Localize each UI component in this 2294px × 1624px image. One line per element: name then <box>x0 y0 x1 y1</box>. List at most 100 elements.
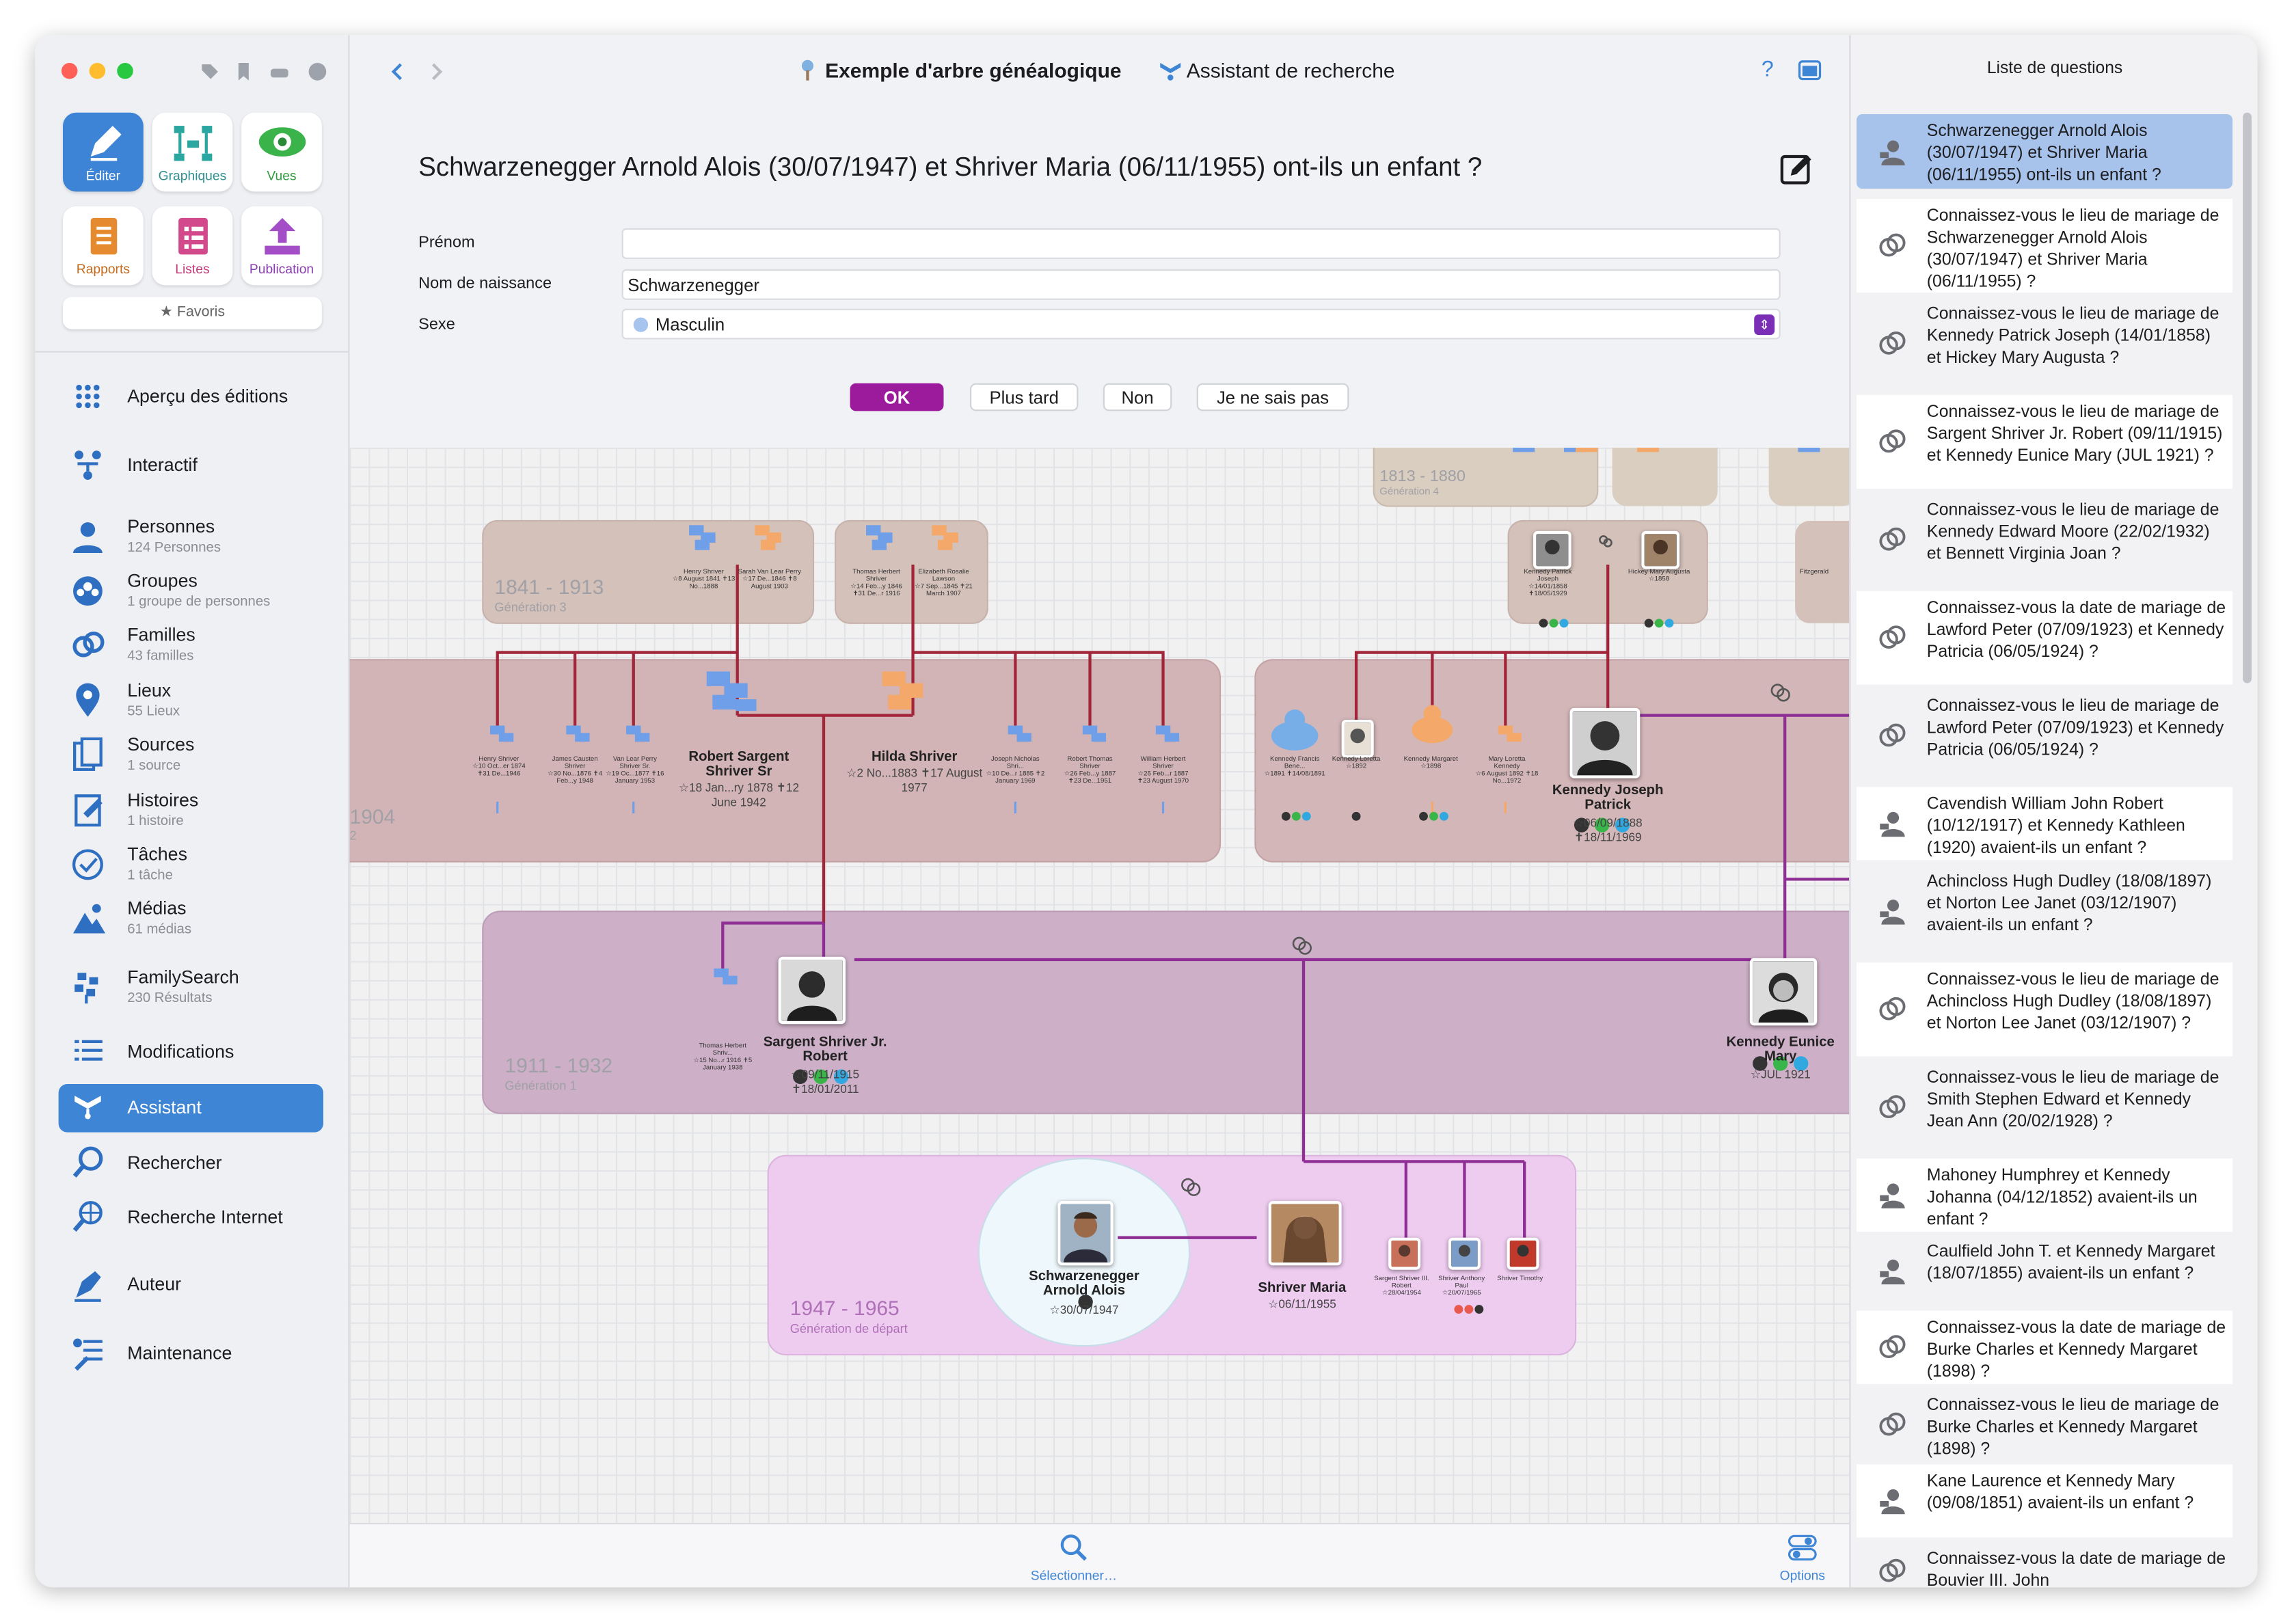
sidebar-item-assistant[interactable]: Assistant <box>35 1083 348 1133</box>
question-item-selected[interactable]: Schwarzenegger Arnold Alois (30/07/1947)… <box>1857 113 2233 189</box>
sidebar-item-histoires[interactable]: Histoires 1 histoire <box>35 785 348 835</box>
sidebar-item-familles[interactable]: Familles 43 familles <box>35 620 348 670</box>
sexe-select[interactable]: Masculin ⇕ <box>621 308 1781 340</box>
person-card[interactable]: Kennedy Patrick Joseph☆14/01/1858 ✝18/05… <box>1524 567 1572 597</box>
person-card[interactable]: Shriver Anthony Paul☆20/07/1965 <box>1438 1274 1485 1297</box>
sidebar-item-familysearch[interactable]: FamilySearch 230 Résultats <box>35 962 348 1012</box>
editer-button[interactable]: Éditer <box>63 112 144 192</box>
question-item[interactable]: Mahoney Humphrey et Kennedy Johanna (04/… <box>1857 1159 2233 1232</box>
minimize-window-button[interactable] <box>89 63 106 79</box>
person-card[interactable]: James Causten Shriver☆30 No...1876 ✝4 Fe… <box>548 755 603 785</box>
sidebar-toggle-icon[interactable] <box>1798 60 1822 81</box>
question-item[interactable]: Achincloss Hugh Dudley (18/08/1897) et N… <box>1857 864 2233 958</box>
question-item[interactable]: Connaissez-vous le lieu de mariage de Sa… <box>1857 394 2233 489</box>
question-item[interactable]: Connaissez-vous le lieu de mariage de Sm… <box>1857 1060 2233 1154</box>
close-window-button[interactable] <box>61 63 78 79</box>
question-item[interactable]: Connaissez-vous le lieu de mariage de Ke… <box>1857 297 2233 391</box>
scrollbar-thumb[interactable] <box>2243 112 2252 684</box>
question-item[interactable]: Caulfield John T. et Kennedy Margaret (1… <box>1857 1234 2233 1308</box>
person-card[interactable]: Kennedy Margaret☆1898 <box>1403 755 1458 770</box>
photo-kennedy-loretta[interactable] <box>1341 720 1374 758</box>
toggles-icon[interactable] <box>1787 1533 1817 1562</box>
person-name-kennedy-joseph[interactable]: Kennedy Joseph Patrick <box>1552 783 1664 814</box>
photo-kennedy-joseph[interactable] <box>1569 707 1641 779</box>
question-item[interactable]: Connaissez-vous la date de mariage de La… <box>1857 591 2233 685</box>
person-card[interactable]: Hickey Mary Augusta☆1858 <box>1628 567 1690 582</box>
later-button[interactable]: Plus tard <box>970 383 1079 411</box>
person-card[interactable]: Sarah Van Lear Perry☆17 De...1846 ✝8 Aug… <box>738 567 802 590</box>
photo-shriver-anthony[interactable] <box>1448 1237 1481 1270</box>
question-item[interactable]: Connaissez-vous le lieu de mariage de Ke… <box>1857 493 2233 587</box>
listes-button[interactable]: Listes <box>152 206 233 286</box>
photo-sargent-shriver[interactable] <box>778 956 846 1025</box>
family-tree-canvas[interactable]: 1813 - 1880 Génération 4 1841 - 1913 Gén… <box>349 447 1850 1524</box>
select-button[interactable]: Sélectionner… <box>1030 1568 1118 1583</box>
prenom-field[interactable] <box>621 228 1781 259</box>
person-name-sargent-shriver-jr[interactable]: Sargent Shriver Jr. Robert <box>763 1034 887 1066</box>
photo-shriver-maria[interactable] <box>1268 1201 1342 1266</box>
nom-field[interactable]: Schwarzenegger <box>621 269 1781 300</box>
person-card[interactable]: Kennedy Loretta☆1892 <box>1332 755 1381 770</box>
sidebar-item-taches[interactable]: Tâches 1 tâche <box>35 840 348 890</box>
sidebar-item-modifications[interactable]: Modifications <box>35 1027 348 1077</box>
person-card[interactable]: Fitzgerald <box>1799 567 1829 576</box>
question-item[interactable]: Kane Laurence et Kennedy Mary (09/08/185… <box>1857 1464 2233 1538</box>
sidebar-item-apercu[interactable]: Aperçu des éditions <box>35 372 348 422</box>
photo-kennedy-patrick[interactable] <box>1533 530 1571 569</box>
person-card[interactable]: Thomas Herbert Shriv...☆15 No...r 1916 ✝… <box>693 1041 753 1071</box>
person-card[interactable]: Kennedy Francis Bene...☆1891 ✝14/08/1891 <box>1264 755 1325 777</box>
question-item[interactable]: Connaissez-vous le lieu de mariage de Bu… <box>1857 1388 2233 1462</box>
person-card[interactable]: Henry Shriver☆8 August 1841 ✝13 No...188… <box>672 567 736 590</box>
person-card[interactable]: Sargent Shriver III. Robert☆28/04/1954 <box>1374 1274 1429 1297</box>
sidebar-item-rechercher[interactable]: Rechercher <box>35 1138 348 1188</box>
person-card[interactable]: Joseph Nicholas Shri...☆10 De...r 1885 ✝… <box>986 755 1045 785</box>
options-button[interactable]: Options <box>1779 1568 1826 1583</box>
photo-hickey-mary[interactable] <box>1641 530 1680 569</box>
sidebar-item-sources[interactable]: Sources 1 source <box>35 730 348 780</box>
question-item[interactable]: Connaissez-vous la date de mariage de Bo… <box>1857 1541 2233 1588</box>
no-button[interactable]: Non <box>1103 383 1172 411</box>
photo-shriver-robert-iii[interactable] <box>1388 1237 1421 1270</box>
sidebar-item-groupes[interactable]: Groupes 1 groupe de personnes <box>35 566 348 616</box>
dont-know-button[interactable]: Je ne sais pas <box>1196 383 1349 411</box>
graphiques-button[interactable]: Graphiques <box>152 112 233 192</box>
tab-assistant[interactable]: Assistant de recherche <box>1186 58 1395 82</box>
help-button[interactable]: ? <box>1761 57 1774 82</box>
person-card[interactable]: Robert Thomas Shriver☆26 Feb...y 1887 ✝2… <box>1064 755 1116 785</box>
sidebar-item-maintenance[interactable]: Maintenance <box>35 1328 348 1378</box>
person-name-shriver-maria[interactable]: Shriver Maria <box>1258 1280 1347 1297</box>
photo-kennedy-eunice[interactable] <box>1749 958 1818 1026</box>
photo-schwarzenegger[interactable] <box>1057 1201 1114 1266</box>
sidebar-item-personnes[interactable]: Personnes 124 Personnes <box>35 512 348 562</box>
person-card[interactable]: Henry Shriver☆10 Oct...er 1874 ✝31 De...… <box>472 755 526 777</box>
edit-question-icon[interactable] <box>1779 152 1814 187</box>
person-card[interactable]: Shriver Timothy <box>1497 1274 1543 1282</box>
person-name-kennedy-eunice[interactable]: Kennedy Eunice Mary <box>1726 1034 1835 1066</box>
person-card[interactable]: Elizabeth Rosalie Lawson☆7 Sep...1845 ✝2… <box>915 567 973 597</box>
zoom-window-button[interactable] <box>117 63 133 79</box>
question-item[interactable]: Connaissez-vous le lieu de mariage de La… <box>1857 689 2233 783</box>
person-card[interactable]: Van Lear Perry Shriver Sr.☆19 Oc...1877 … <box>606 755 664 785</box>
ok-button[interactable]: OK <box>850 383 944 411</box>
magnifier-icon[interactable] <box>1060 1533 1089 1562</box>
person-card[interactable]: Mary Loretta Kennedy☆6 August 1892 ✝18 N… <box>1475 755 1539 785</box>
person-name-hilda[interactable]: Hilda Shriver <box>871 748 958 766</box>
person-name-schwarzenegger[interactable]: Schwarzenegger Arnold Alois <box>1029 1268 1139 1299</box>
person-name-robert-sargent[interactable]: Robert Sargent Shriver Sr <box>688 748 790 780</box>
sidebar-item-recherche-internet[interactable]: Recherche Internet <box>35 1192 348 1242</box>
question-item[interactable]: Connaissez-vous le lieu de mariage de Ac… <box>1857 962 2233 1057</box>
question-item[interactable]: Connaissez-vous la date de mariage de Bu… <box>1857 1310 2233 1384</box>
rapports-button[interactable]: Rapports <box>63 206 144 286</box>
sidebar-item-medias[interactable]: Médias 61 médias <box>35 894 348 944</box>
tab-arbre[interactable]: Exemple d'arbre généalogique <box>825 58 1122 82</box>
person-card[interactable]: Thomas Herbert Shriver☆14 Feb...y 1846 ✝… <box>850 567 902 597</box>
sidebar-item-lieux[interactable]: Lieux 55 Lieux <box>35 676 348 726</box>
sidebar-item-interactif[interactable]: Interactif <box>35 440 348 490</box>
photo-shriver-timothy[interactable] <box>1507 1237 1539 1270</box>
vues-button[interactable]: Vues <box>241 112 322 192</box>
person-card[interactable]: William Herbert Shriver☆25 Feb...r 1887 … <box>1137 755 1189 785</box>
favoris-button[interactable]: ★ Favoris <box>63 297 322 329</box>
question-item[interactable]: Connaissez-vous le lieu de mariage de Sc… <box>1857 199 2233 293</box>
publication-button[interactable]: Publication <box>241 206 322 286</box>
question-item[interactable]: Cavendish William John Robert (10/12/191… <box>1857 787 2233 861</box>
